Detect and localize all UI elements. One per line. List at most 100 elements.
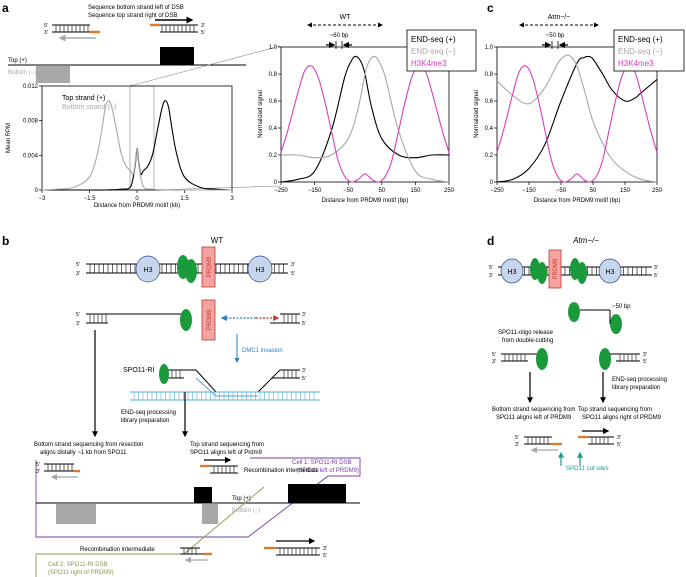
chromatin-dna: 5′ 3′ 3′ 5′ H3 H3 PRDM9	[76, 246, 295, 288]
x-tick-label: 250	[444, 188, 455, 194]
top-strand-block	[288, 484, 346, 503]
top-strand-seq-text: Top strand sequencing from	[578, 407, 652, 413]
bottom-strand-block	[202, 504, 218, 524]
recombination-intermediate-text: Recombination intermediate	[244, 468, 319, 474]
y-tick-label: 0.2	[269, 153, 278, 159]
five-prime-label: 5′	[76, 312, 80, 318]
h3-nucleosome	[135, 255, 161, 283]
cell2-read-left: Recombination intermediate	[80, 547, 212, 564]
panel-label-d: d	[487, 234, 494, 248]
y-axis-label: Mean RPM	[6, 123, 12, 153]
prdm9-box	[201, 246, 216, 288]
bottom-strand-seq-text: aligns distally ~1 kb from SPO11	[40, 450, 127, 456]
panel-label-b: b	[2, 234, 9, 248]
oligo-release-text: from double-cutting	[502, 338, 553, 344]
x-tick-label: −250	[274, 188, 288, 194]
bottom-minus-label: Bottom (−)	[8, 70, 36, 76]
y-tick-label: 0.4	[485, 126, 494, 132]
dna-fragment-right: 3′ 5′	[150, 16, 205, 36]
legend-item: END-seq (−)	[618, 47, 663, 56]
chromatin-dna: 5′ 3′ 3′ 5′ H3 H3 PRDM9	[489, 249, 658, 289]
legend-wt: END-seq (+) END-seq (−) H3K4me3	[406, 29, 477, 72]
y-tick-label: 0	[490, 180, 494, 186]
seq-bottom-left-text: Sequence bottom strand left of DSB	[88, 5, 184, 11]
x-axis-label: Distance from PRDM9 motif (bp)	[534, 198, 621, 204]
three-prime-label: 3′	[323, 546, 327, 552]
bottom-strand-block	[56, 504, 96, 524]
x-tick-label: 50	[590, 188, 597, 194]
series-line	[280, 55, 450, 183]
five-prime-label: 5′	[36, 462, 40, 468]
recombination-intermediate-text: Recombination intermediate	[80, 547, 155, 553]
h3-label: H3	[256, 267, 265, 274]
x-tick-label: 3	[230, 196, 234, 202]
three-prime-label: 3′	[302, 312, 306, 318]
five-prime-label: 5′	[201, 30, 205, 36]
five-prime-label: 5′	[515, 435, 519, 441]
legend-item: H3K4me3	[411, 59, 447, 68]
panel-a-schematic: Sequence bottom strand left of DSB Seque…	[8, 5, 246, 83]
series-line	[41, 100, 233, 191]
d-left-fragment: 5′ 3′	[492, 348, 548, 370]
legend-item: Top strand (+)	[62, 95, 105, 102]
x-tick-label: 150	[620, 188, 631, 194]
h3-label: H3	[144, 267, 153, 274]
panel-label-a: a	[2, 1, 9, 15]
top-strand-seq-text: Top strand sequencing from	[190, 442, 264, 448]
d-read-left: 5′ 3′	[515, 435, 562, 454]
top-plus-label: Top (+)	[232, 496, 251, 502]
y-tick-label: 0.8	[485, 72, 494, 78]
prdm9-label: PRDM9	[207, 256, 213, 278]
bp-annotation: ~50 bp	[546, 33, 565, 39]
x-tick-label: −3	[39, 196, 47, 202]
three-prime-label: 3′	[489, 273, 493, 279]
five-prime-label: 5′	[323, 553, 327, 559]
three-prime-label: 3′	[76, 321, 80, 327]
legend-item: END-seq (+)	[411, 35, 456, 44]
series-line	[280, 65, 450, 183]
spo11-oligo: ~50 bp SPO11-oligo release from double-c…	[498, 302, 631, 344]
endseq-library-text: library preparation	[612, 385, 660, 391]
top-strand-block	[194, 487, 212, 503]
oligo-release-text: SPO11-oligo release	[498, 330, 554, 336]
cell1-outline	[35, 457, 361, 538]
chart-title: WT	[340, 14, 352, 21]
legend-atm: END-seq (+) END-seq (−) H3K4me3	[613, 29, 685, 72]
series-line	[496, 65, 658, 183]
five-prime-label: 5′	[302, 321, 306, 327]
five-prime-label: 5′	[489, 265, 493, 271]
d-read-right: 3′ 5′	[578, 427, 621, 448]
h3-label: H3	[508, 269, 517, 276]
y-tick-label: 1.0	[485, 45, 494, 51]
three-prime-label: 3′	[76, 271, 80, 277]
three-prime-label: 3′	[36, 469, 40, 475]
y-tick-label: 0.004	[23, 153, 39, 159]
legend-item: END-seq (+)	[618, 35, 663, 44]
h3-nucleosome	[247, 255, 273, 283]
bp-annotation: ~50 bp	[612, 304, 631, 310]
y-tick-label: 0.008	[23, 119, 39, 125]
x-tick-label: −1.5	[84, 196, 97, 202]
recombination-structure: 3′ 5′	[130, 364, 320, 401]
x-tick-label: −50	[343, 188, 354, 194]
five-prime-label: 5′	[76, 262, 80, 268]
h3-label: H3	[606, 269, 615, 276]
x-axis-label: Distance from PRDM9 motif (kb)	[94, 203, 180, 209]
five-prime-label: 5′	[654, 273, 658, 279]
panel-b-title: WT	[211, 236, 224, 245]
three-prime-label: 3′	[44, 30, 48, 36]
x-axis-label: Distance from PRDM9 motif (bp)	[322, 198, 409, 204]
legend-item: Bottom strand (−)	[62, 104, 116, 111]
series-line	[496, 54, 658, 183]
top-strand-seq-text: SPO11 aligns right of PRDM9	[582, 415, 662, 421]
y-axis-label: Normalized signal	[258, 90, 264, 138]
seq-top-right-text: Sequence top strand right of DSB	[88, 13, 177, 19]
spo11-protein	[537, 262, 547, 284]
five-prime-label: 5′	[643, 359, 647, 365]
cell1-label: (SPO11 left of PRDM9)	[297, 468, 359, 474]
cell2-label: (SPO11 right of PRDM9)	[48, 570, 114, 576]
panel-d-model: Atm−/− 5′ 3′ 3′ 5′ H3 H3 PRDM9 ~50 bp	[489, 236, 667, 472]
bottom-strand-seq-text: Bottom strand sequencing from resection	[34, 442, 143, 448]
